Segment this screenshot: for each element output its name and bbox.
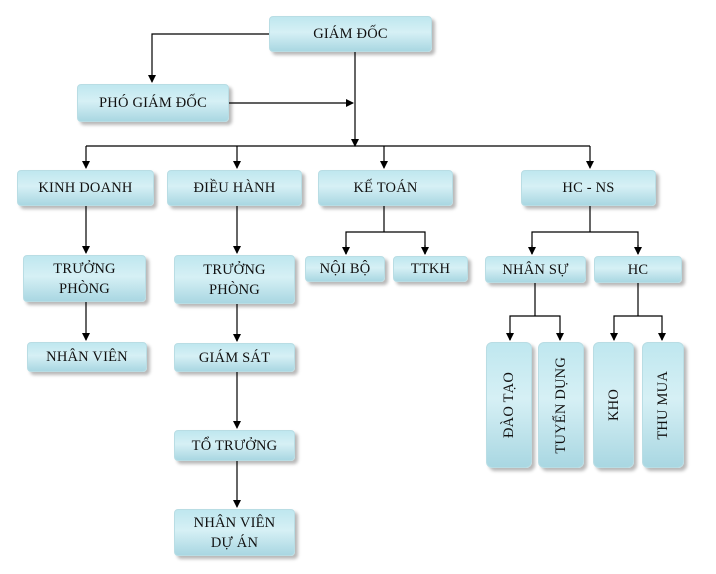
node-kd-nhan-vien: NHÂN VIÊN (27, 342, 147, 372)
node-dh-truong-phong: TRƯỞNG PHÒNG (174, 255, 295, 304)
node-kho-label: KHO (605, 388, 622, 421)
node-kinh-doanh: KINH DOANH (17, 170, 154, 206)
node-tuyen-dung: TUYỂN DỤNG (538, 342, 584, 468)
node-ns-hc: HC (594, 256, 682, 283)
node-kt-ttkh: TTKH (393, 256, 468, 282)
node-dh-giam-sat: GIÁM SÁT (174, 343, 295, 372)
node-dao-tao-label: ĐÀO TẠO (501, 372, 517, 438)
node-dh-nhan-vien-du-an: NHÂN VIÊN DỰ ÁN (174, 509, 295, 556)
node-tuyen-dung-label: TUYỂN DỤNG (553, 356, 569, 454)
node-thu-mua: THU MUA (642, 342, 684, 468)
node-ke-toan: KẾ TOÁN (318, 170, 453, 206)
node-dh-to-truong: TỔ TRƯỞNG (174, 430, 295, 461)
node-thu-mua-label: THU MUA (655, 370, 671, 440)
node-ns-nhan-su: NHÂN SỰ (485, 256, 586, 283)
node-hc-ns: HC - NS (521, 170, 656, 206)
node-giam-doc: GIÁM ĐỐC (269, 16, 432, 52)
node-kd-truong-phong: TRƯỞNG PHÒNG (23, 255, 146, 302)
node-kho: KHO (593, 342, 634, 468)
node-dao-tao: ĐÀO TẠO (486, 342, 532, 468)
node-dieu-hanh: ĐIỀU HÀNH (167, 170, 302, 206)
node-kt-noi-bo: NỘI BỘ (305, 256, 385, 282)
node-pho-giam-doc: PHÓ GIÁM ĐỐC (77, 84, 229, 122)
